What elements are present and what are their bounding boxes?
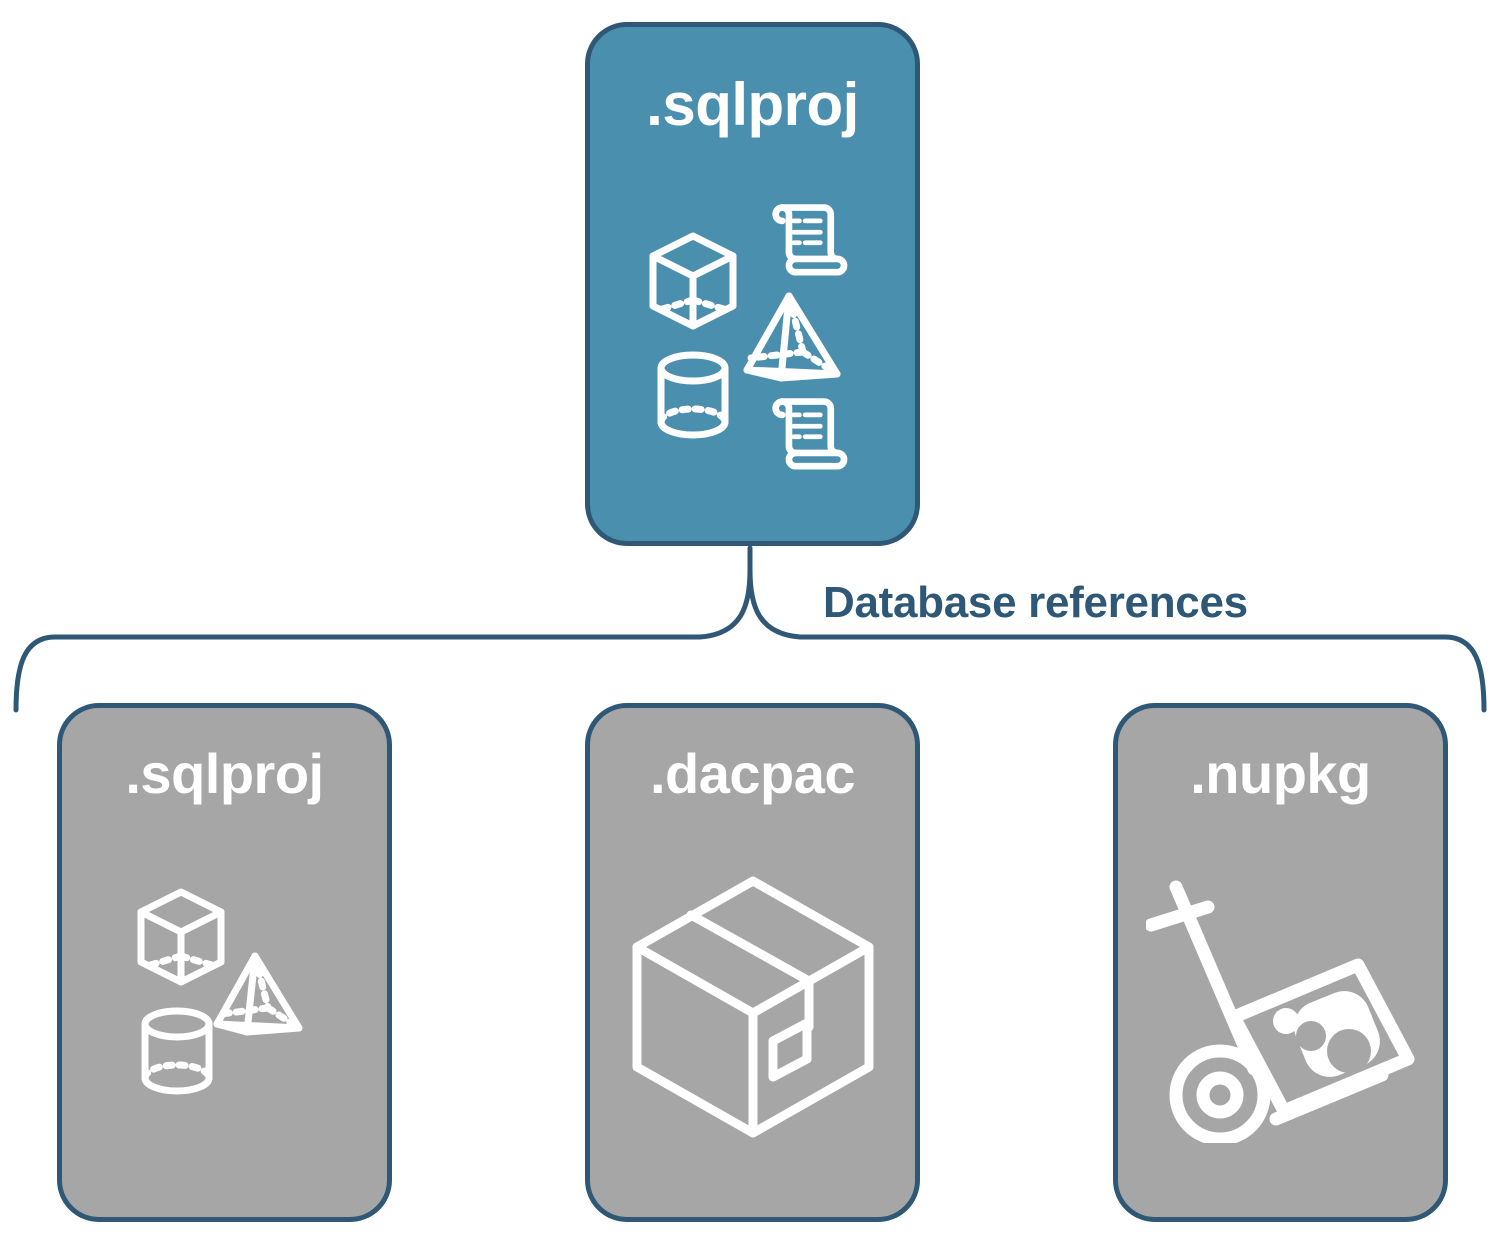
connector-label: Database references (815, 578, 1256, 628)
child-node-nupkg[interactable]: .nupkg (1113, 703, 1448, 1222)
child-node-dacpac-artwork (590, 802, 915, 1217)
package-box-icon (632, 876, 873, 1137)
child-node-dacpac-label: .dacpac (649, 742, 856, 805)
child-node-sqlproj[interactable]: .sqlproj (57, 703, 392, 1222)
pyramid-icon (743, 292, 840, 382)
pyramid-icon (213, 952, 302, 1035)
root-node-sqlproj[interactable]: .sqlproj (585, 22, 920, 546)
root-node-artwork (590, 135, 915, 541)
dacpac-box-svg (632, 876, 873, 1137)
sqlproj-shapes-svg (137, 888, 302, 1094)
cube-icon (649, 232, 736, 330)
root-node-shapes-svg (649, 204, 847, 470)
child-node-nupkg-label: .nupkg (1190, 742, 1371, 805)
cylinder-icon (141, 1007, 212, 1094)
hand-truck-icon (1145, 880, 1414, 1143)
root-node-label: .sqlproj (646, 71, 859, 138)
child-node-sqlproj-artwork (62, 802, 387, 1217)
cylinder-icon (657, 351, 728, 439)
child-node-nupkg-artwork (1118, 802, 1443, 1217)
scroll-icon (771, 398, 847, 470)
child-node-dacpac[interactable]: .dacpac (585, 703, 920, 1222)
scroll-icon (771, 204, 847, 276)
cube-icon (137, 888, 224, 985)
nupkg-handtruck-svg (1145, 880, 1414, 1143)
child-node-sqlproj-label: .sqlproj (125, 742, 324, 805)
